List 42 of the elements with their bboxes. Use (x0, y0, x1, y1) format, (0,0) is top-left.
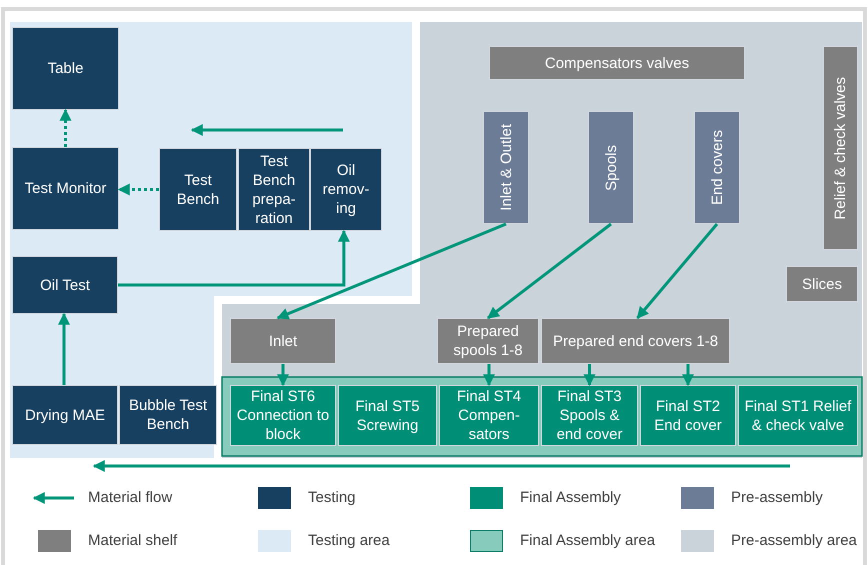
arrow (276, 222, 507, 320)
arrow (60, 108, 72, 147)
testing-station-box: Test Bench (159, 148, 237, 231)
testing-station-box: Test Bench prepa- ration (238, 148, 310, 231)
legend-label: Pre-assembly (731, 489, 823, 506)
testing-station-box: Test Monitor (12, 147, 119, 230)
assembly-station-box: Final ST4 Compen- sators (439, 385, 539, 446)
legend-label: Testing area (308, 532, 390, 549)
material-shelf-box: Slices (786, 266, 858, 302)
material-shelf-box: Prepared end covers 1-8 (541, 318, 730, 364)
arrow (682, 364, 694, 386)
assembly-station-box: Final ST1 Relief & check valve (738, 385, 858, 446)
legend-label: Material flow (88, 489, 172, 506)
arrow (277, 364, 289, 386)
arrow (487, 222, 612, 320)
testing-station-box: Table (12, 27, 119, 110)
assembly-station-box: Final ST3 Spools & end cover (541, 385, 638, 446)
material-shelf-box: Relief & check valves (823, 46, 858, 250)
arrow (483, 364, 495, 386)
assembly-station-box: Final ST5 Screwing (338, 385, 437, 446)
pre-assembly-box: End covers (694, 111, 740, 224)
arrow (636, 223, 718, 319)
legend-label: Testing (308, 489, 356, 506)
arrow (58, 312, 70, 385)
testing-station-box: Oil Test (12, 256, 118, 314)
pre-assembly-box: Spools (588, 111, 634, 224)
testing-station-box: Drying MAE (12, 385, 118, 445)
testing-station-box: Bubble Test Bench (119, 385, 217, 445)
legend-label: Pre-assembly area (731, 532, 857, 549)
arrow (118, 230, 350, 286)
testing-station-box: Oil remov- ing (310, 148, 382, 231)
assembly-station-box: Final ST2 End cover (640, 385, 736, 446)
material-shelf-box: Compensators valves (489, 46, 745, 80)
material-shelf-box: Prepared spools 1-8 (437, 318, 539, 364)
material-shelf-box: Inlet (230, 318, 336, 364)
pre-assembly-box: Inlet & Outlet (483, 111, 529, 224)
arrow (584, 364, 596, 386)
legend-label: Final Assembly area (520, 532, 656, 549)
arrow (118, 184, 159, 196)
legend-label: Material shelf (88, 532, 178, 549)
assembly-station-box: Final ST6 Connection to block (230, 385, 336, 446)
legend-label: Final Assembly (520, 489, 621, 506)
